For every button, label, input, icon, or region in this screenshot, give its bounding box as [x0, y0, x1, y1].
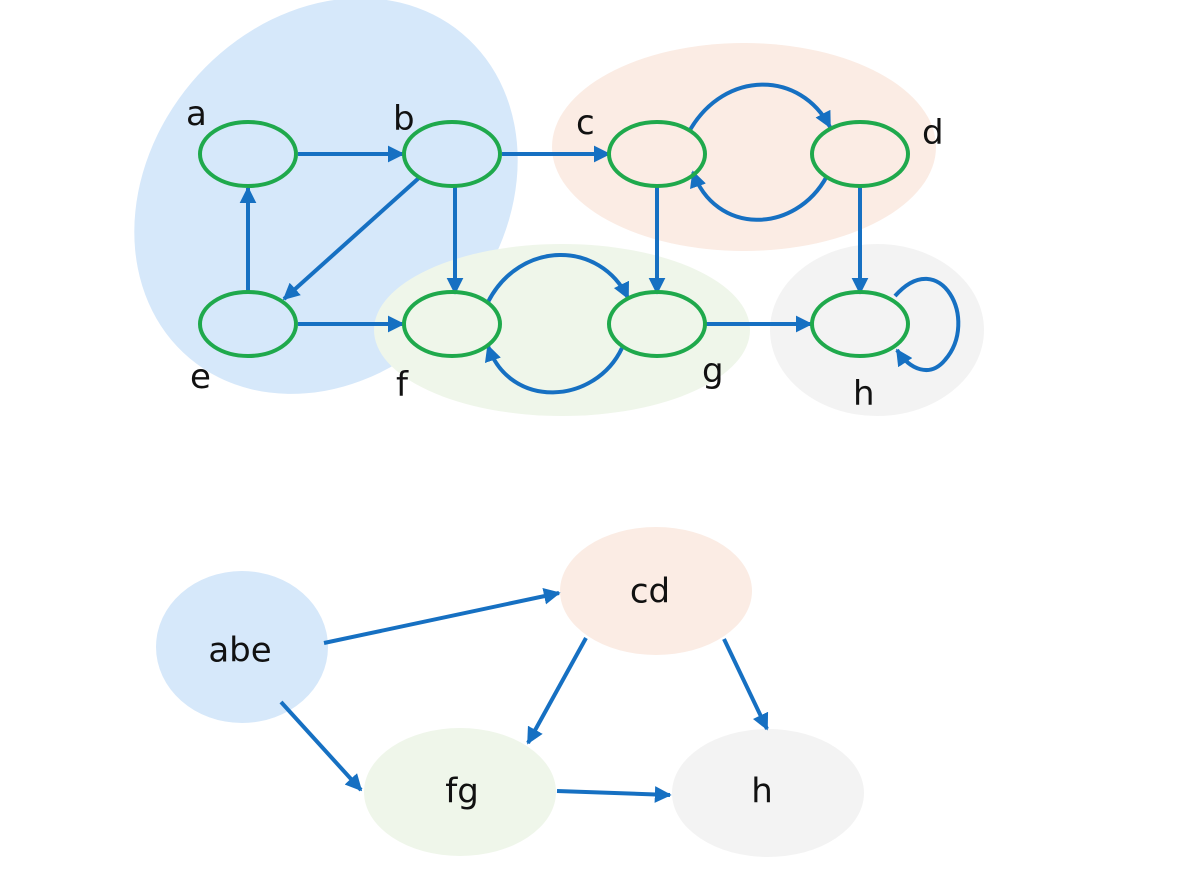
condensed-label-h: h — [751, 772, 773, 812]
node-label-c: c — [576, 103, 595, 143]
node-d[interactable] — [810, 120, 910, 188]
node-g[interactable] — [607, 290, 707, 358]
condensed-node-h[interactable] — [672, 729, 864, 857]
node-label-h: h — [853, 374, 875, 414]
condensed-edge-fg-h — [556, 786, 672, 803]
condensed-edge-abe-cd — [323, 587, 561, 645]
condensed-edge-cd-fg — [526, 637, 588, 745]
condensed-label-fg: fg — [445, 772, 479, 812]
condensed-node-fg[interactable] — [364, 728, 556, 856]
node-e[interactable] — [198, 290, 298, 358]
condensed-edge-cd-h — [722, 638, 769, 731]
condensation-edges — [279, 587, 769, 803]
node-label-f: f — [396, 365, 409, 405]
node-a[interactable] — [198, 120, 298, 188]
node-label-g: g — [702, 351, 724, 391]
graph-node-labels: a b c d e f g h — [186, 94, 944, 414]
graph-nodes — [198, 120, 910, 358]
edge-c-d — [688, 82, 832, 132]
component-h-region — [770, 244, 984, 416]
node-h[interactable] — [810, 290, 910, 358]
node-label-a: a — [186, 94, 207, 134]
condensed-label-cd: cd — [630, 572, 670, 612]
node-c[interactable] — [607, 120, 707, 188]
graph-edges — [239, 82, 961, 395]
edge-h-h — [893, 277, 961, 372]
node-b[interactable] — [402, 120, 502, 188]
edge-d-c — [690, 170, 829, 222]
component-groups — [134, 0, 984, 416]
condensed-node-cd[interactable] — [560, 527, 752, 655]
edge-g-f — [484, 344, 624, 395]
node-label-d: d — [922, 113, 944, 153]
condensation-labels: abe cd fg h — [208, 572, 772, 812]
edge-f-g — [486, 253, 630, 303]
condensed-node-abe[interactable] — [156, 571, 328, 723]
condensation-nodes — [156, 527, 864, 857]
node-f[interactable] — [402, 290, 502, 358]
condensed-edge-abe-fg — [279, 700, 363, 792]
node-label-b: b — [393, 99, 415, 139]
component-cd-region — [552, 43, 936, 251]
condensed-label-abe: abe — [208, 631, 271, 671]
node-label-e: e — [190, 357, 211, 397]
edge-b-e — [282, 175, 422, 301]
